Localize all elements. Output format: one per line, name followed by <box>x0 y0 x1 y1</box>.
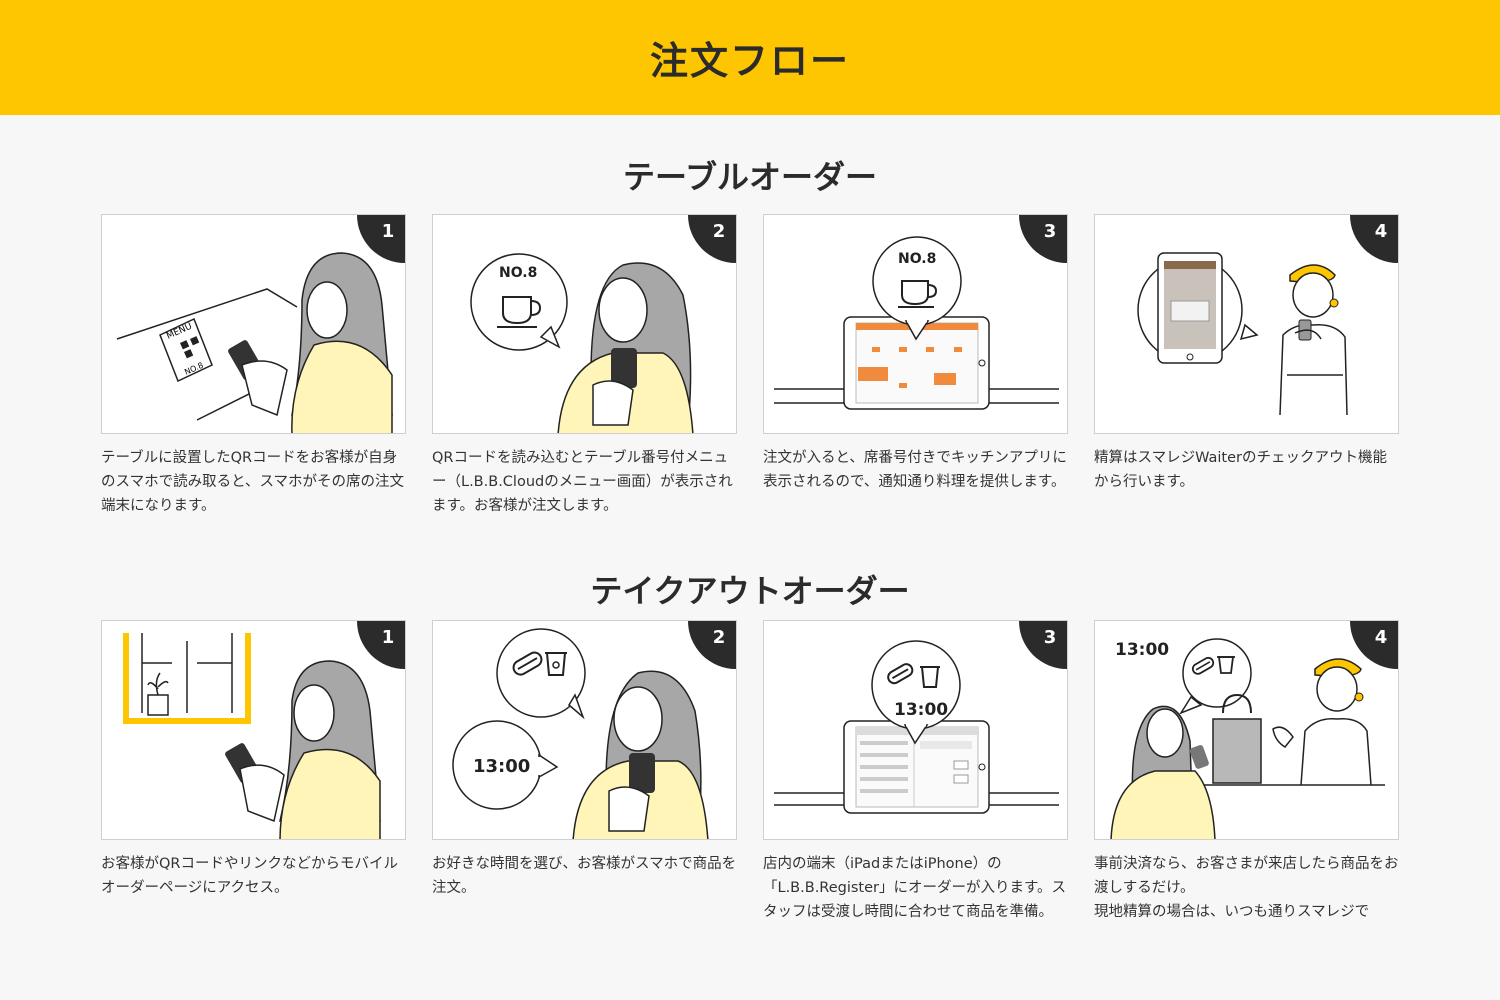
qr-scan-illustration: MENU NO.8 <box>116 252 393 433</box>
takeout-step-2-description: お好きな時間を選び、お客様がスマホで商品を注文。 <box>432 856 737 896</box>
takeout-step-4-description: 事前決済なら、お客さまが来店したら商品をお渡しするだけ。 現地精算の場合は、いつ… <box>1094 856 1399 920</box>
takeout-step-2-illustration: 13:00 2 <box>432 620 737 840</box>
takeout-step-1-description: お客様がQRコードやリンクなどからモバイルオーダーページにアクセス。 <box>101 856 398 896</box>
pickup-time-label: 13:00 <box>1115 640 1169 660</box>
drink-cup-icon <box>920 666 940 688</box>
table-step-4-illustration: 4 <box>1094 214 1399 434</box>
takeout-step-1-illustration: 1 <box>101 620 406 840</box>
hotdog-icon <box>1191 656 1215 675</box>
pickup-time-label: 13:00 <box>894 700 948 720</box>
register-tablet-illustration: 13:00 <box>774 640 1059 814</box>
hotdog-icon <box>512 651 543 676</box>
table-step-4-description: 精算はスマレジWaiterのチェックアウト機能から行います。 <box>1094 450 1387 490</box>
bubble-table-number: NO.8 <box>499 265 537 281</box>
menu-order-illustration: NO.8 <box>470 253 694 433</box>
takeout-step-3-illustration: 13:00 3 <box>763 620 1068 840</box>
shopping-bag-icon <box>1212 693 1262 784</box>
drink-cup-icon <box>545 652 567 676</box>
time-select-illustration: 13:00 <box>452 628 709 839</box>
coffee-cup-icon <box>502 296 532 325</box>
section-title-takeout-order: テイクアウトオーダー <box>590 572 910 610</box>
table-step-2-description: QRコードを読み込むとテーブル番号付メニュー（L.B.B.Cloudのメニュー画… <box>432 450 733 514</box>
table-step-3-description: 注文が入ると、席番号付きでキッチンアプリに表示されるので、通知通り料理を提供しま… <box>763 450 1067 490</box>
takeout-step-3-description: 店内の端末（iPadまたはiPhone）の「L.B.B.Register」にオー… <box>763 856 1067 920</box>
table-step-1-description: テーブルに設置したQRコードをお客様が自身のスマホで読み取ると、スマホがその席の… <box>101 450 405 514</box>
table-step-1-illustration: MENU NO.8 1 <box>101 214 406 434</box>
waiter-checkout-illustration <box>1137 252 1348 416</box>
pickup-time-label: 13:00 <box>473 756 530 777</box>
section-title-table-order: テーブルオーダー <box>622 158 878 196</box>
table-step-3-illustration: NO.8 3 <box>763 214 1068 434</box>
takeout-step-4-illustration: 13:00 4 <box>1094 620 1399 840</box>
page-header: 注文フロー <box>0 0 1500 115</box>
mobile-access-illustration <box>123 633 381 839</box>
plant-icon <box>147 672 169 696</box>
table-step-2-illustration: NO.8 2 <box>432 214 737 434</box>
kitchen-tablet-illustration: NO.8 <box>774 236 1059 410</box>
coffee-cup-icon <box>901 280 929 306</box>
hotdog-icon <box>887 663 914 685</box>
drink-cup-icon <box>1217 656 1235 674</box>
bubble-table-number: NO.8 <box>898 251 936 267</box>
page-title: 注文フロー <box>649 39 850 83</box>
pickup-handover-illustration: 13:00 <box>1110 638 1385 839</box>
